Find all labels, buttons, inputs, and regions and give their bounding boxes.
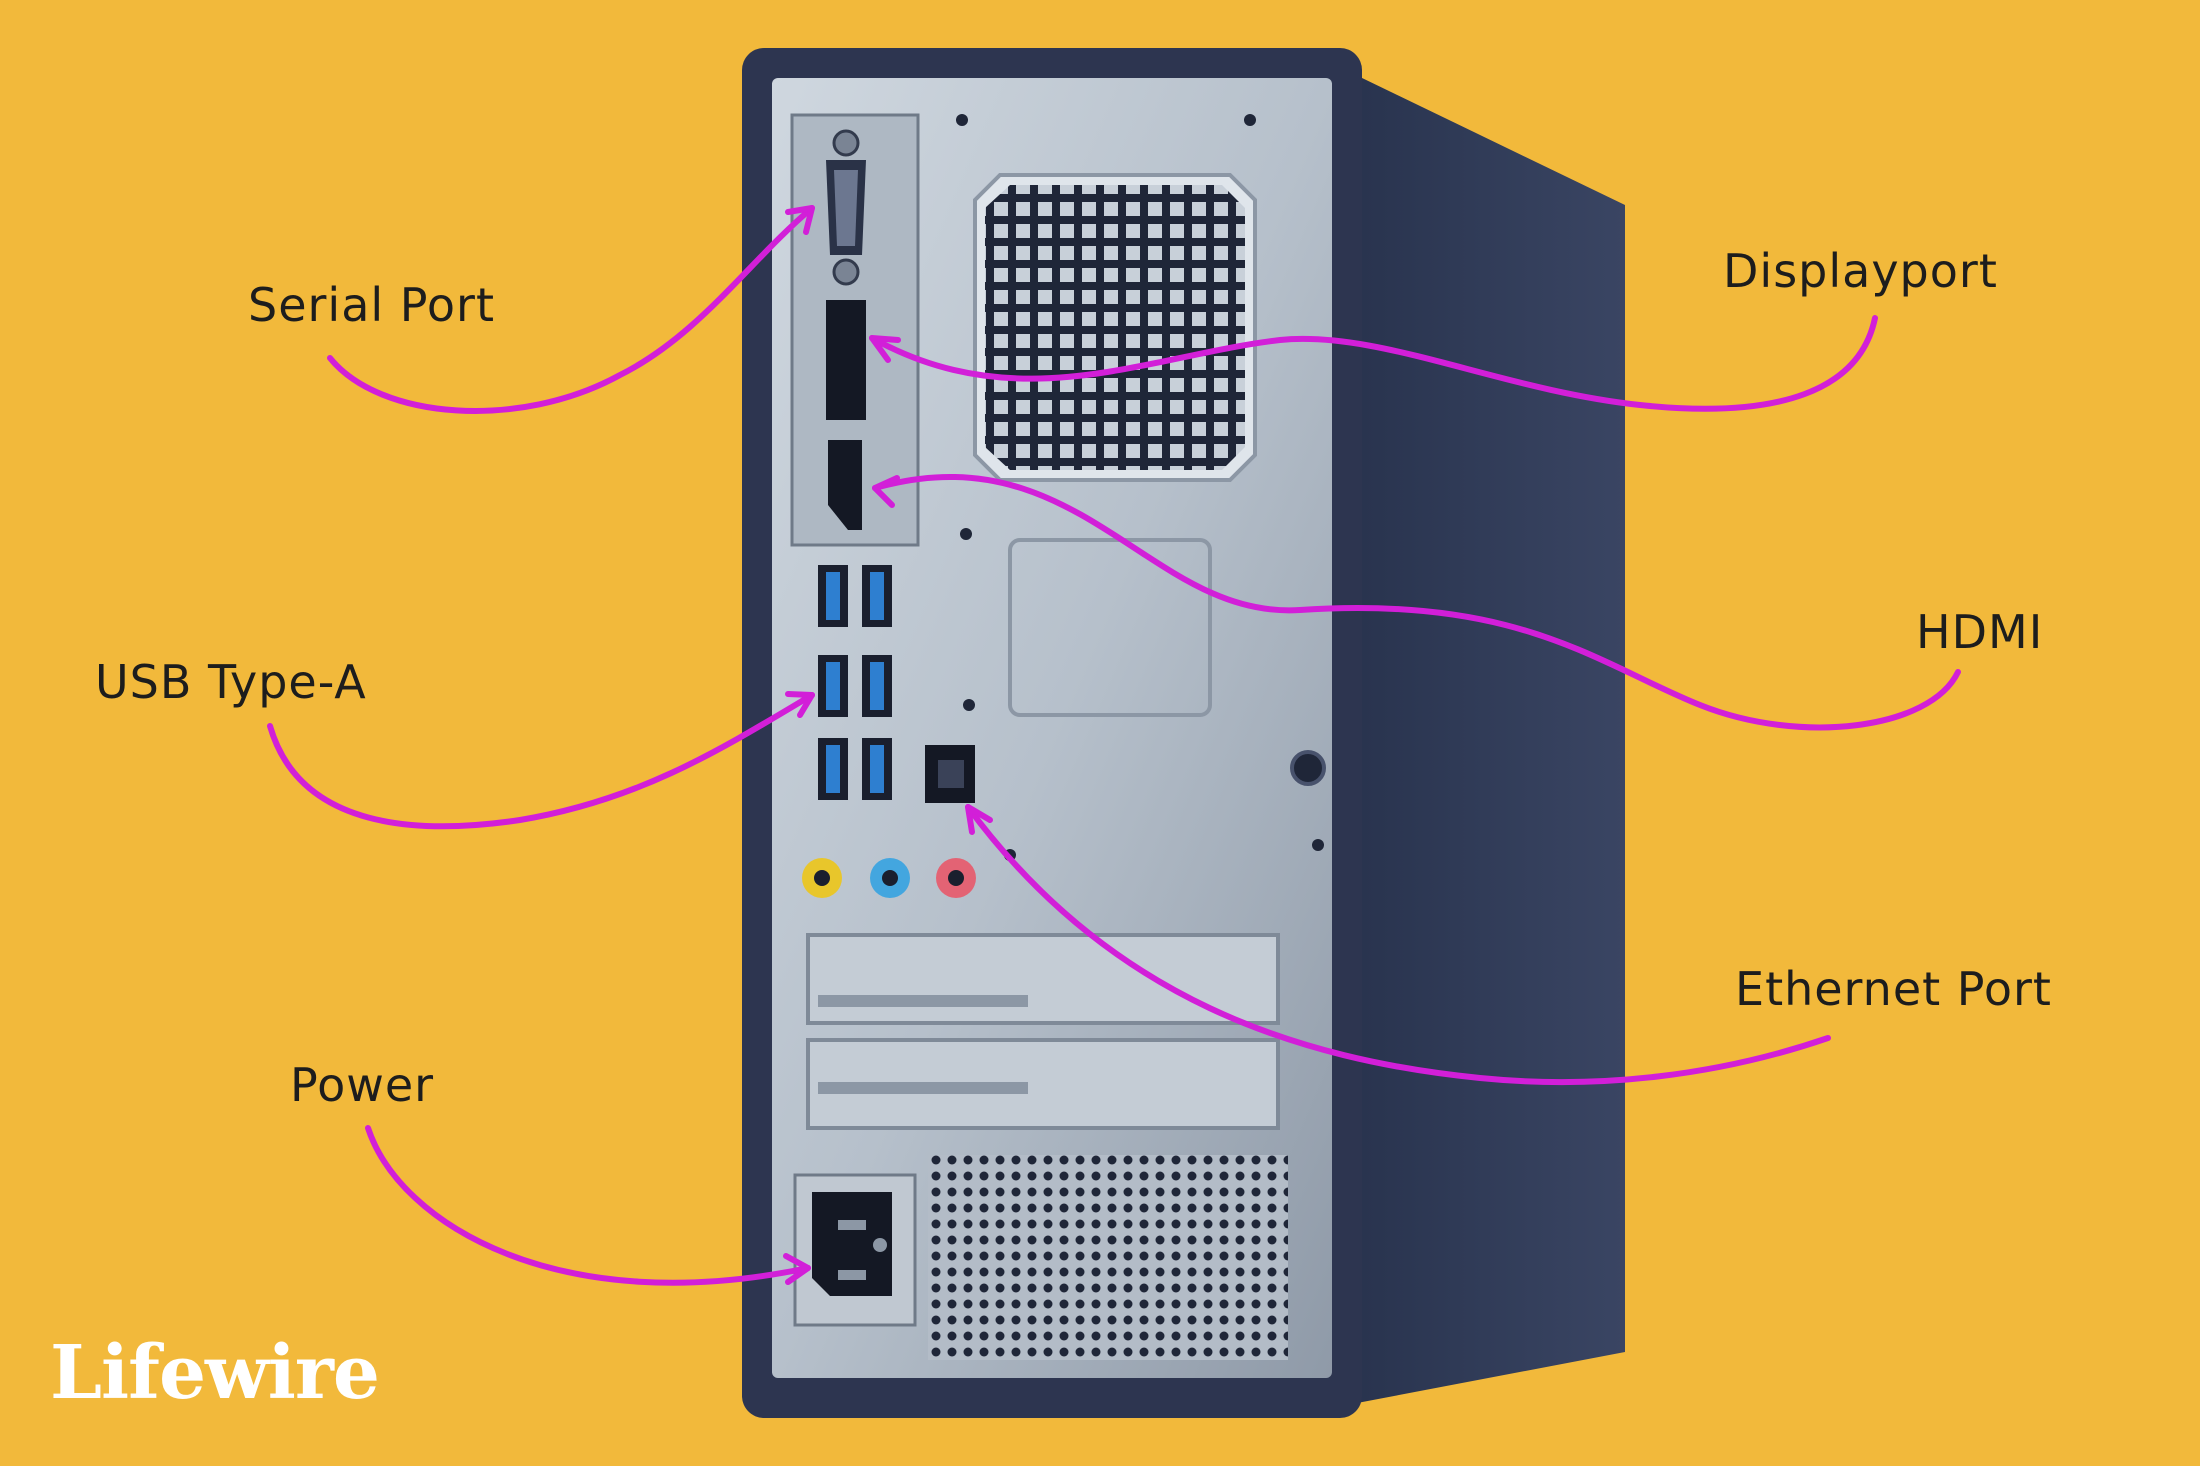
- label-displayport: Displayport: [1723, 244, 1998, 298]
- lifewire-logo: Lifewire: [50, 1330, 380, 1416]
- serial-port-arrow: [327, 205, 815, 414]
- label-power: Power: [290, 1058, 435, 1112]
- label-usb-type-a: USB Type-A: [95, 655, 367, 709]
- power-socket: [812, 1192, 892, 1296]
- power-supply: [793, 1155, 1288, 1360]
- hdmi-connector: [828, 440, 862, 530]
- serial-port-connector: [826, 129, 866, 286]
- label-ethernet-port: Ethernet Port: [1735, 962, 2052, 1016]
- displayport-connector: [826, 300, 866, 420]
- arrows: [267, 205, 1961, 1286]
- usb-type-a-arrow: [267, 692, 815, 830]
- audio-jacks: [802, 858, 976, 898]
- expansion-slots: [806, 933, 1280, 1130]
- usb-ports: [818, 565, 892, 800]
- label-hdmi: HDMI: [1916, 605, 2044, 659]
- ethernet-port-arrow: [965, 804, 1831, 1086]
- ethernet-connector: [925, 745, 975, 803]
- embossed-plate: [1008, 538, 1212, 717]
- power-arrow: [365, 1125, 811, 1286]
- displayport-arrow: [869, 315, 1878, 412]
- case-knob: [1290, 750, 1326, 786]
- hdmi-arrow: [872, 474, 1961, 731]
- label-serial-port: Serial Port: [248, 278, 495, 332]
